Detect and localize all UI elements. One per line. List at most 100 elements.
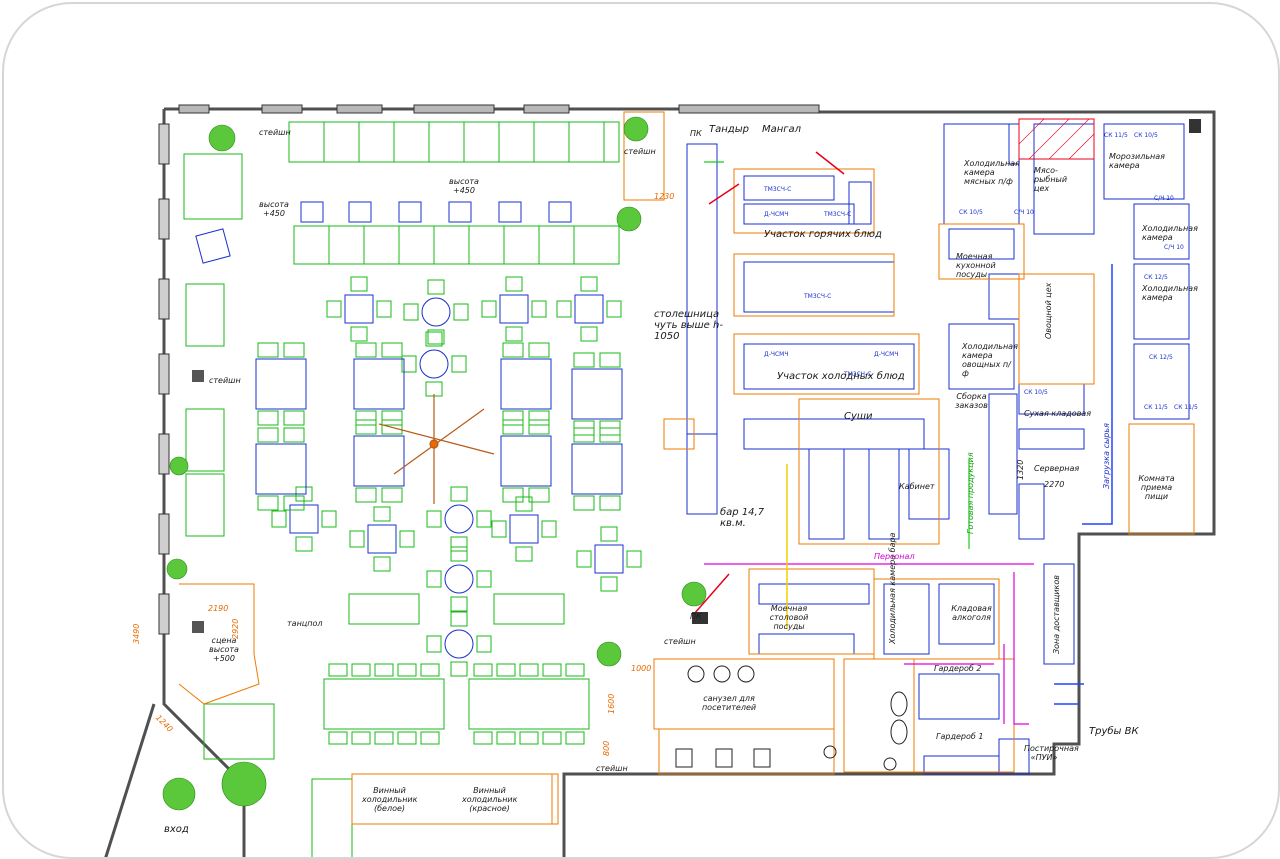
label-hot-zone: Участок горячих блюд xyxy=(764,229,882,240)
furniture xyxy=(476,635,492,653)
furniture xyxy=(427,279,445,295)
furniture xyxy=(450,661,468,677)
equipment-tag: ТМ3СЧ-С xyxy=(843,371,871,378)
label-finished: Готовая продукция xyxy=(966,452,975,534)
furniture xyxy=(255,358,307,410)
label-tandoor: Тандыр xyxy=(709,124,749,135)
furniture xyxy=(381,419,403,435)
furniture xyxy=(493,593,565,625)
furniture xyxy=(355,342,377,358)
furniture xyxy=(283,342,305,358)
furniture xyxy=(600,576,618,592)
furniture xyxy=(283,410,305,426)
dim-1320: 1320 xyxy=(1016,459,1025,480)
sinks xyxy=(675,665,908,771)
furniture xyxy=(367,524,397,554)
furniture xyxy=(481,300,497,318)
furniture xyxy=(403,303,419,321)
furniture xyxy=(350,326,368,342)
label-countertop: столешница чуть выше h-1050 xyxy=(654,309,723,342)
dim-2190: 2190 xyxy=(208,604,229,613)
label-delivery: Зона доставщиков xyxy=(1052,575,1061,654)
furniture xyxy=(528,410,550,426)
furniture xyxy=(349,530,365,548)
furniture xyxy=(565,663,585,677)
furniture xyxy=(399,530,415,548)
furniture xyxy=(381,342,403,358)
furniture xyxy=(257,427,279,443)
label-height-mid: высота +450 xyxy=(449,177,479,195)
furniture xyxy=(594,544,624,574)
furniture xyxy=(374,731,394,745)
partitions xyxy=(178,111,1195,825)
label-wine-red: Винный холодильник (красное) xyxy=(462,786,518,813)
furniture xyxy=(295,536,313,552)
equipment-tag: СК 11/5 xyxy=(1144,404,1168,411)
label-kitchen-wash: Моечная кухонной посуды xyxy=(956,252,996,279)
flow-magenta xyxy=(704,563,1034,725)
dining-tables xyxy=(255,276,642,745)
label-cold-chamber-1: Холодильная камера xyxy=(1142,224,1198,242)
furniture xyxy=(444,564,474,594)
furniture xyxy=(600,526,618,542)
equipment-tag: Д-ЧСМЧ xyxy=(764,351,788,358)
equipment-tag: С/Ч 10 xyxy=(1164,244,1184,251)
furniture xyxy=(425,381,443,397)
furniture xyxy=(348,593,420,625)
furniture xyxy=(328,663,348,677)
furniture xyxy=(556,300,572,318)
furniture xyxy=(496,663,516,677)
equipment-tag: ТМ3СЧ-С xyxy=(763,186,791,193)
furniture xyxy=(257,495,279,511)
label-pk-2: ПК xyxy=(690,612,702,621)
flow-green xyxy=(704,161,970,549)
furniture xyxy=(515,496,533,512)
furniture xyxy=(373,506,391,522)
furniture xyxy=(580,326,598,342)
furniture xyxy=(505,326,523,342)
furniture xyxy=(519,663,539,677)
furniture xyxy=(450,546,468,562)
equipment-tag: СК 11/5 xyxy=(1174,404,1198,411)
label-cold-bar: Холодильная камера бара xyxy=(888,532,897,644)
label-wardrobe-2: Гардероб 2 xyxy=(934,664,982,673)
label-scene: сцена высота +500 xyxy=(209,636,239,663)
furniture xyxy=(515,546,533,562)
furniture xyxy=(355,410,377,426)
furniture xyxy=(450,536,468,552)
equipment-tag: С/Ч 10 xyxy=(1014,209,1034,216)
label-sushi: Суши xyxy=(844,411,873,422)
equipment-tag: Д-ЧСМЧ xyxy=(874,351,898,358)
label-table-wash: Моечная столовой посуды xyxy=(769,604,809,631)
label-wine-white: Винный холодильник (белое) xyxy=(362,786,418,813)
furniture xyxy=(401,355,417,373)
furniture xyxy=(257,410,279,426)
furniture xyxy=(580,276,598,292)
decor-tree xyxy=(378,394,495,504)
furniture xyxy=(450,596,468,612)
furniture xyxy=(505,276,523,292)
dim-1600: 1600 xyxy=(607,693,616,714)
furniture xyxy=(519,731,539,745)
label-cabinet: Кабинет xyxy=(899,482,935,491)
label-cold-veg: Холодильная камера овощных п/ф xyxy=(962,342,1018,378)
furniture xyxy=(528,487,550,503)
equipment-tag: СК 10/5 xyxy=(1024,389,1048,396)
furniture xyxy=(381,410,403,426)
furniture xyxy=(397,663,417,677)
furniture xyxy=(426,635,442,653)
furniture xyxy=(509,514,539,544)
furniture xyxy=(473,663,493,677)
furniture xyxy=(326,300,342,318)
furniture xyxy=(255,443,307,495)
furniture xyxy=(468,678,590,730)
furniture xyxy=(427,329,445,345)
label-freezer: Морозильная камера xyxy=(1109,152,1165,170)
furniture xyxy=(573,495,595,511)
furniture xyxy=(353,435,405,487)
furniture xyxy=(420,731,440,745)
furniture xyxy=(444,504,474,534)
furniture xyxy=(355,419,377,435)
furniture xyxy=(328,731,348,745)
